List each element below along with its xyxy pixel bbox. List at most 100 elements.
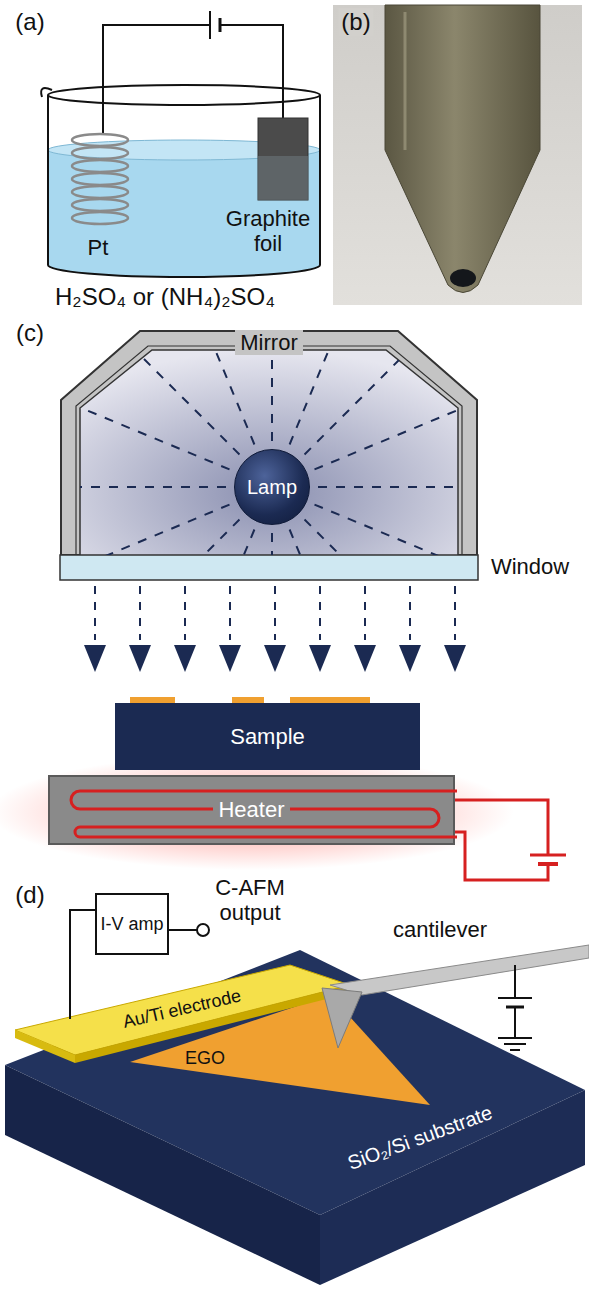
light-ray	[305, 520, 456, 555]
ground-symbol	[498, 1037, 532, 1039]
pt-coil	[72, 134, 128, 224]
mirror-housing: MirrorLamp	[60, 330, 478, 555]
material-label: EGO	[185, 1048, 225, 1069]
electrode-side	[15, 1030, 75, 1063]
heater-wire	[455, 800, 566, 880]
coil-turn	[72, 199, 128, 211]
node-label: Sample	[228, 724, 307, 749]
electrode-label: Pt	[88, 235, 109, 260]
part-label: Au/Ti electrode	[121, 985, 243, 1032]
electrolyte	[48, 140, 320, 277]
arrowhead	[354, 645, 376, 672]
arrowhead	[264, 645, 286, 672]
beaker-wall	[47, 95, 49, 265]
light-ray	[60, 505, 230, 555]
beam	[274, 586, 276, 640]
beaker	[41, 85, 320, 277]
wire	[455, 800, 548, 855]
battery-plate	[219, 18, 222, 32]
light-ray	[290, 529, 372, 555]
wire	[514, 965, 516, 998]
substrate-side	[5, 1065, 320, 1285]
window-plate	[60, 555, 478, 580]
coil-turn	[72, 173, 128, 185]
afm-tip	[322, 988, 362, 1048]
beam-arrowheads	[84, 645, 466, 672]
panel-letter: (d)	[15, 881, 44, 909]
beam	[229, 586, 231, 640]
arrowhead	[129, 645, 151, 672]
battery-plate	[530, 854, 566, 857]
light-ray	[60, 388, 230, 470]
arrowhead	[219, 645, 241, 672]
beam	[184, 586, 186, 640]
mirror-cavity	[80, 350, 458, 555]
node-label: I-V amp	[98, 914, 165, 935]
mirror-shell	[61, 331, 477, 555]
lamp-bulb: Lamp	[234, 449, 310, 525]
beam	[94, 586, 96, 640]
beam	[319, 586, 321, 640]
beaker-spout	[41, 88, 52, 97]
node-label: Mirror	[235, 330, 302, 355]
light-ray	[88, 330, 239, 454]
wire	[103, 25, 210, 134]
graphite-foil	[258, 118, 308, 200]
output-terminal	[197, 924, 209, 936]
beam	[139, 586, 141, 640]
light-ray	[271, 533, 273, 555]
coil-turn	[72, 160, 128, 172]
light-ray	[60, 486, 226, 488]
part-label: cantilever	[393, 917, 487, 942]
battery-plate	[498, 997, 532, 999]
beam	[454, 586, 456, 640]
coil-turn	[72, 134, 128, 146]
wire	[70, 910, 95, 1019]
arrowhead	[399, 645, 421, 672]
ground-symbol	[504, 1043, 526, 1045]
battery-wire	[103, 11, 283, 134]
beam	[409, 586, 411, 640]
cafm-circuit	[70, 910, 532, 1050]
panel-letter: (b)	[338, 8, 373, 36]
electrolyte-label: H₂SO₄ or (NH₄)₂SO₄	[55, 283, 275, 311]
coil-turn	[72, 147, 128, 159]
mirror-surface	[76, 346, 462, 555]
light-ray	[314, 388, 478, 470]
beam	[364, 586, 366, 640]
output-label: C-AFM output	[200, 875, 300, 926]
panel-letter: (c)	[16, 319, 44, 347]
arrowhead	[84, 645, 106, 672]
sediment	[450, 269, 476, 287]
cantilever-beam	[330, 945, 589, 995]
coil-turn	[72, 186, 128, 198]
centrifuge-tube	[385, 5, 540, 293]
wire	[514, 1007, 516, 1038]
tube-highlight	[404, 12, 407, 150]
beaker-bottom	[48, 265, 320, 277]
arrowhead	[309, 645, 331, 672]
light-ray	[318, 486, 478, 488]
arrowhead	[174, 645, 196, 672]
heater-coil	[71, 791, 457, 837]
node-label: Heater	[213, 797, 289, 822]
beaker-wall	[319, 95, 321, 265]
amplifier-box: I-V amp	[95, 893, 169, 955]
part-label: SiO₂/Si substrate	[345, 1101, 496, 1175]
heater-plate: Heater	[48, 775, 455, 845]
battery-plate	[538, 862, 558, 866]
light-ray	[314, 505, 478, 555]
light-rays	[60, 330, 478, 555]
photo-ground	[333, 5, 582, 305]
heat-glow	[0, 754, 514, 870]
panel-letter: (a)	[15, 8, 44, 36]
light-ray	[173, 529, 255, 555]
graphite-foil-wet	[258, 156, 308, 200]
light-ray	[88, 520, 239, 555]
arrowhead	[444, 645, 466, 672]
light-beams	[95, 586, 455, 640]
ground-symbol	[510, 1049, 520, 1051]
